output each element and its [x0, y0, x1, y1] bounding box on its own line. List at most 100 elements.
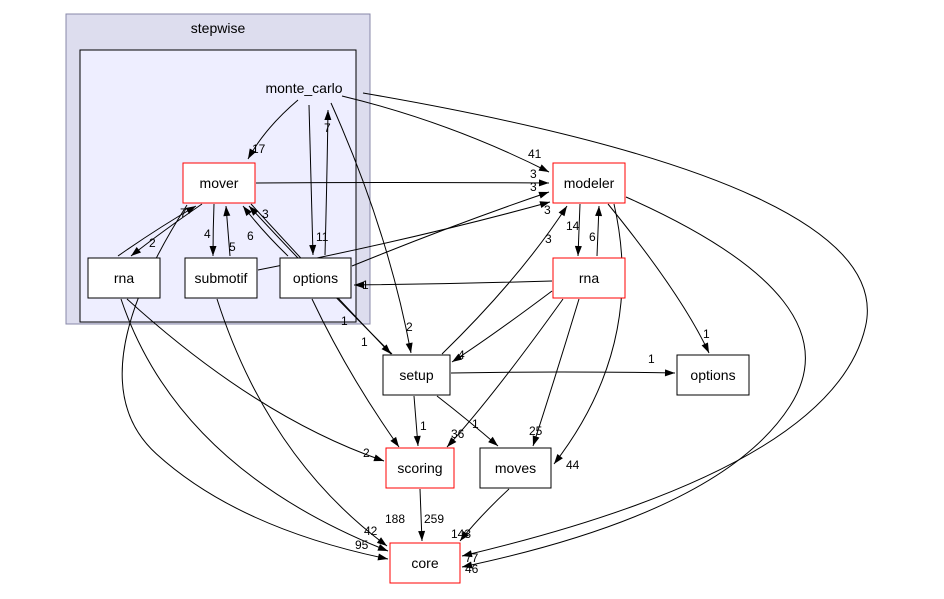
dir-node-label-mover: mover [200, 175, 239, 191]
dir-node-box-mover[interactable] [182, 162, 256, 204]
dir-node-box-options_outer[interactable] [676, 354, 750, 396]
edge-count-label: 2 [406, 320, 413, 334]
dir-node-label-rna_outer: rna [579, 270, 599, 286]
dir-node-box-modeler[interactable] [552, 162, 626, 204]
edge-count-label: 41 [528, 147, 542, 161]
dependency-edge-setup-to-moves [436, 395, 499, 447]
edge-count-label: 188 [385, 512, 405, 526]
arrowhead [209, 246, 217, 256]
dependency-edge-setup-to-modeler [441, 205, 568, 355]
arrowhead [377, 544, 388, 551]
arrowhead [538, 191, 549, 199]
dependency-edge-monte_carlo-to-options_inner [308, 104, 314, 256]
dependency-edge-mover-to-core [121, 204, 389, 560]
edge-count-label: 42 [364, 524, 378, 538]
dir-node-options_outer[interactable]: options [676, 354, 750, 396]
dir-node-setup[interactable]: setup [382, 354, 451, 396]
dir-node-submotif[interactable]: submotif [184, 257, 258, 299]
arrowhead [488, 436, 498, 446]
edge-count-label: 14 [566, 219, 580, 233]
arrowhead [223, 206, 231, 217]
arrowhead [243, 206, 252, 217]
dir-node-box-setup[interactable] [382, 354, 451, 396]
dir-node-rna_inner[interactable]: rna [87, 257, 161, 299]
edge-count-label: 3 [530, 180, 537, 194]
dependency-edge-monte_carlo-to-setup [330, 102, 412, 354]
dir-node-label-scoring: scoring [397, 460, 442, 476]
arrowhead [462, 561, 473, 569]
dir-node-label-rna_inner: rna [114, 270, 134, 286]
edge-count-label: 36 [451, 427, 465, 441]
dir-node-core[interactable]: core [389, 542, 461, 584]
dependency-edge-modeler-to-moves [553, 203, 623, 465]
dir-node-box-submotif[interactable] [184, 257, 258, 299]
dir-node-box-scoring[interactable] [385, 447, 455, 489]
dependency-edge-rna_outer-to-options_inner [353, 280, 553, 286]
dependency-edge-rna_inner-to-scoring [126, 298, 385, 462]
edge-count-label: 46 [465, 562, 479, 576]
dir-node-label-options_outer: options [690, 367, 735, 383]
arrowhead [405, 342, 413, 353]
arrowhead [539, 201, 550, 209]
dir-node-options_inner[interactable]: options [279, 257, 352, 299]
dependency-edge-rna_outer-to-moves [532, 298, 580, 447]
edge-count-label: 3 [544, 203, 551, 217]
edge-count-label: 1 [420, 419, 427, 433]
edge-count-label: 77 [465, 551, 479, 565]
edge-count-label: 2 [149, 236, 156, 250]
dir-node-box-core[interactable] [389, 542, 461, 584]
dir-node-label-moves: moves [495, 460, 536, 476]
edge-count-label: 259 [424, 512, 444, 526]
arrowhead [309, 244, 317, 255]
edge-count-label: 3 [262, 207, 269, 221]
dir-node-scoring[interactable]: scoring [385, 447, 455, 489]
edge-count-label: 4 [204, 227, 211, 241]
arrowhead [452, 353, 463, 362]
arrowhead [324, 110, 332, 121]
dir-node-label-submotif: submotif [195, 270, 248, 286]
edge-count-label: 3 [545, 232, 552, 246]
dependency-edge-rna_outer-to-scoring [446, 298, 564, 448]
arrowhead [574, 245, 582, 256]
dir-node-box-options_inner[interactable] [279, 257, 352, 299]
dependency-edge-modeler-to-options_outer [607, 203, 710, 354]
arrowhead [373, 454, 384, 462]
arrowhead [381, 344, 391, 354]
dir-node-box-moves[interactable] [479, 447, 552, 489]
edge-count-label: 5 [229, 240, 236, 254]
cluster-label-stepwise: stepwise [191, 20, 246, 36]
dir-node-box-rna_outer[interactable] [552, 257, 626, 299]
arrowhead [354, 281, 365, 289]
dependency-edge-modeler-to-core [461, 196, 806, 568]
edge-count-label: 1 [648, 352, 655, 366]
dir-node-rna_outer[interactable]: rna [552, 257, 626, 299]
edge-count-label: 1 [703, 327, 710, 341]
edge-count-label: 44 [566, 458, 580, 472]
dir-node-box-rna_inner[interactable] [87, 257, 161, 299]
arrowhead [447, 437, 457, 447]
dependency-edge-options_inner-to-modeler [351, 191, 550, 267]
arrowhead [248, 148, 256, 159]
dependency-edge-submotif-to-core [216, 298, 388, 547]
arrowhead [538, 179, 549, 187]
dir-node-mover[interactable]: mover [182, 162, 256, 204]
edge-count-label: 2 [363, 446, 370, 460]
edge-count-label: 95 [355, 538, 369, 552]
arrowhead [418, 530, 426, 541]
arrowhead [558, 206, 567, 217]
dependency-edge-rna_outer-to-setup [451, 290, 553, 363]
edge-count-label: 1 [361, 335, 368, 349]
arrowhead [185, 206, 196, 215]
dir-node-modeler[interactable]: modeler [552, 162, 626, 204]
edge-count-label: 1 [341, 314, 348, 328]
edge-count-label: 1 [362, 278, 369, 292]
arrowhead [131, 247, 142, 256]
cluster-label-monte_carlo: monte_carlo [265, 80, 342, 96]
dir-node-label-core: core [411, 555, 438, 571]
arrowhead [554, 453, 563, 464]
edge-count-label: 6 [589, 230, 596, 244]
dir-node-moves[interactable]: moves [479, 447, 552, 489]
arrowhead [249, 206, 259, 216]
